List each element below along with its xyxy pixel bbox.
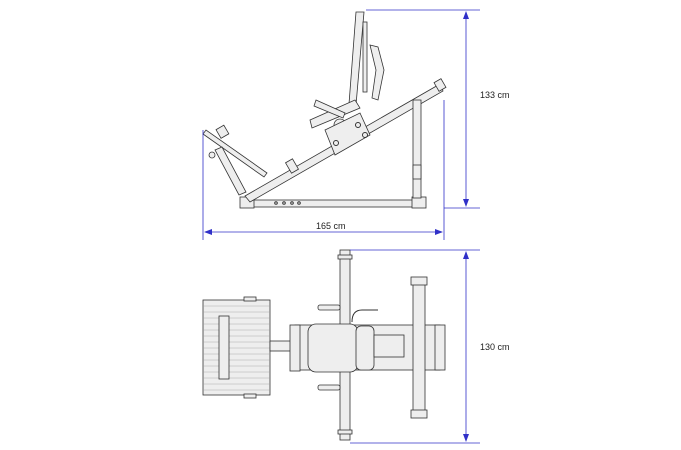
handle bbox=[313, 99, 346, 119]
rear-support-post bbox=[412, 99, 422, 199]
length-label: 165 cm bbox=[316, 221, 346, 231]
carriage-plate bbox=[324, 112, 371, 156]
shoulder-pad-arm bbox=[369, 44, 385, 101]
width-label: 130 cm bbox=[480, 342, 510, 352]
footplate bbox=[202, 129, 268, 178]
length-dimension bbox=[202, 100, 445, 240]
back-pad bbox=[355, 325, 375, 371]
weight-plate-platform bbox=[202, 299, 271, 396]
left-handle bbox=[317, 304, 341, 311]
width-dimension bbox=[350, 249, 480, 444]
rear-foot bbox=[411, 196, 427, 209]
base-frame bbox=[242, 199, 426, 208]
right-handle bbox=[317, 384, 341, 391]
side-view-machine bbox=[202, 11, 447, 209]
seat-back bbox=[348, 11, 365, 106]
height-label: 133 cm bbox=[480, 90, 510, 100]
seat-pad bbox=[307, 323, 359, 373]
footplate-arm bbox=[214, 146, 247, 196]
top-view-machine bbox=[202, 249, 446, 441]
height-dimension bbox=[366, 9, 480, 209]
rear-crossbar bbox=[412, 279, 426, 416]
